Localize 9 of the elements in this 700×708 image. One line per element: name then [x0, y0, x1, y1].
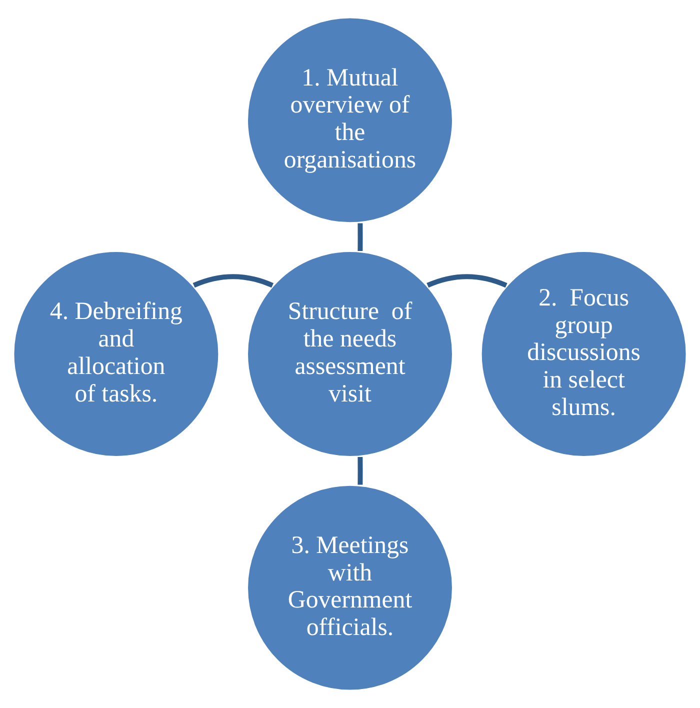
node-circle: Structure of the needs assessment visit — [246, 250, 454, 458]
node-circle: 4. Debreifing and allocation of tasks. — [12, 250, 221, 458]
connector — [358, 457, 363, 485]
connector — [192, 274, 274, 288]
node-circle: 1. Mutual overview of the organisations — [246, 16, 454, 225]
connector — [358, 223, 363, 251]
node-circle: 3. Meetings with Government officials. — [246, 483, 454, 692]
connector — [426, 274, 508, 288]
node-circle: 2. Focus group discussions in select slums. — [479, 250, 688, 458]
